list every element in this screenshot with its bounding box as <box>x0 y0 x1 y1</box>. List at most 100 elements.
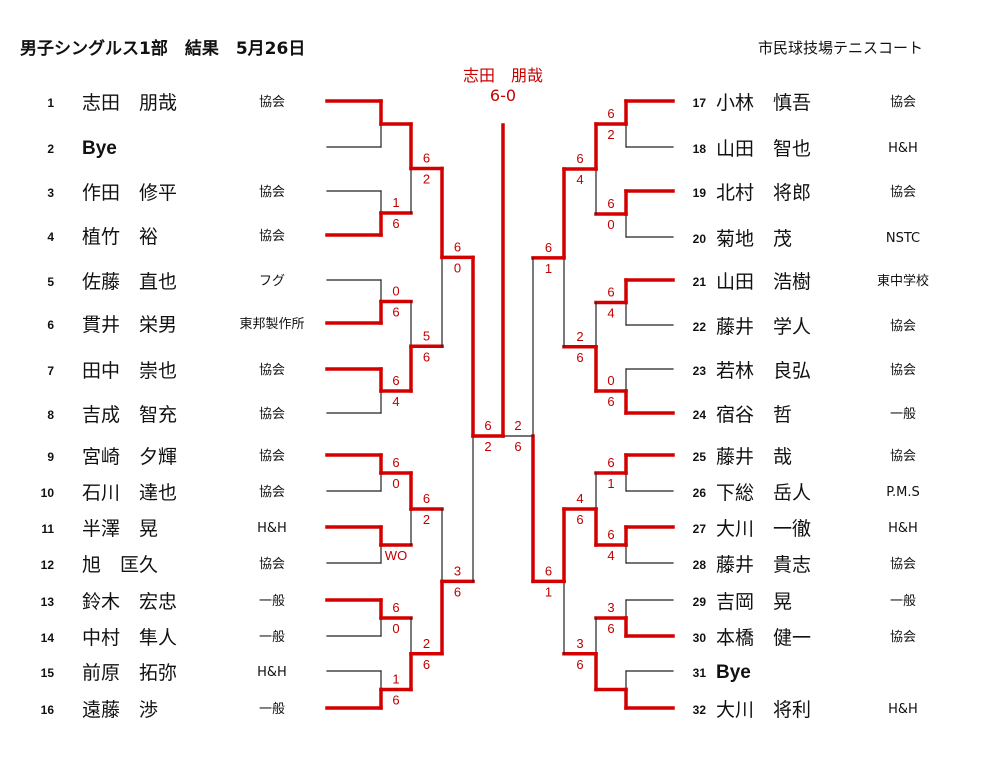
player-name: 藤井 学人 <box>716 316 812 338</box>
match-score: 4 <box>576 172 583 187</box>
seed-number: 6 <box>47 318 54 332</box>
seed-number: 21 <box>692 275 706 289</box>
match-score: 2 <box>484 439 491 454</box>
player-name: 宿谷 哲 <box>716 404 793 426</box>
match-score: 3 <box>576 636 583 651</box>
match-score: 6 <box>576 151 583 166</box>
seed-number: 13 <box>40 595 54 609</box>
match-score: 0 <box>607 217 614 232</box>
player-club: P.M.S <box>886 485 920 500</box>
match-score: 2 <box>423 512 430 527</box>
seed-number: 4 <box>47 230 54 244</box>
player-name: 大川 将利 <box>716 699 812 721</box>
match-score: 6 <box>423 349 430 364</box>
match-score: 4 <box>392 394 399 409</box>
match-score: 2 <box>576 329 583 344</box>
page-title: 男子シングルス1部 結果 5月26日 <box>20 39 306 59</box>
match-score: 4 <box>607 548 614 563</box>
player-name: 本橋 健一 <box>716 627 812 649</box>
player-club: 協会 <box>889 630 916 645</box>
player-name: 宮崎 夕輝 <box>82 446 178 468</box>
match-score: 1 <box>545 584 552 599</box>
player-club: H&H <box>888 521 918 536</box>
match-score: 6 <box>607 621 614 636</box>
match-score: 1 <box>392 672 399 687</box>
seed-number: 18 <box>692 142 706 156</box>
seed-number: 11 <box>41 522 54 536</box>
player-name: 遠藤 渉 <box>82 699 159 721</box>
match-score: 6 <box>423 657 430 672</box>
match-score: 1 <box>607 476 614 491</box>
match-score: 6 <box>392 693 399 708</box>
seed-number: 26 <box>692 486 706 500</box>
player-club: 協会 <box>889 557 916 572</box>
player-name: 鈴木 宏忠 <box>82 591 178 613</box>
player-name: 旭 匡久 <box>82 554 159 576</box>
seed-number: 17 <box>692 96 706 110</box>
player-club: 協会 <box>258 95 285 110</box>
player-name: 菊地 茂 <box>716 228 793 250</box>
player-name: 下総 岳人 <box>716 482 812 504</box>
player-name: Bye <box>716 662 751 683</box>
match-score: 6 <box>576 350 583 365</box>
seed-number: 3 <box>47 186 54 200</box>
seed-number: 32 <box>692 703 706 717</box>
player-club: 協会 <box>258 557 285 572</box>
player-club: 協会 <box>889 449 916 464</box>
match-score: 6 <box>607 455 614 470</box>
match-score: 4 <box>576 491 583 506</box>
player-name: 田中 崇也 <box>82 360 178 382</box>
player-name: 植竹 裕 <box>82 226 159 248</box>
match-score: 6 <box>484 418 491 433</box>
player-club: 協会 <box>258 485 285 500</box>
seed-number: 2 <box>47 142 54 156</box>
player-club: 協会 <box>889 363 916 378</box>
player-club: 東邦製作所 <box>239 317 305 332</box>
match-score: 0 <box>392 476 399 491</box>
match-score: 6 <box>545 563 552 578</box>
player-name: 中村 隼人 <box>82 627 178 649</box>
player-club: 協会 <box>258 363 285 378</box>
match-score: 6 <box>545 240 552 255</box>
player-club: H&H <box>888 141 918 156</box>
player-name: 志田 朋哉 <box>82 92 178 114</box>
match-score: 6 <box>607 285 614 300</box>
player-club: 協会 <box>258 407 285 422</box>
match-score: 1 <box>392 195 399 210</box>
match-score: 6 <box>607 106 614 121</box>
seed-number: 9 <box>47 450 54 464</box>
player-club: 協会 <box>258 449 285 464</box>
player-name: 小林 慎吾 <box>716 92 812 114</box>
match-score: 6 <box>423 151 430 166</box>
match-score: 2 <box>423 636 430 651</box>
seed-number: 10 <box>40 486 54 500</box>
player-club: H&H <box>257 665 287 680</box>
final-score: 6-0 <box>489 86 517 105</box>
player-name: 若林 良弘 <box>716 360 812 382</box>
match-score: 6 <box>454 584 461 599</box>
player-name: 半澤 晃 <box>82 518 159 540</box>
match-score: 6 <box>607 394 614 409</box>
player-name: 大川 一徹 <box>716 518 812 540</box>
player-club: 協会 <box>889 185 916 200</box>
seed-number: 30 <box>692 631 706 645</box>
player-name: Bye <box>82 138 117 159</box>
seed-number: 29 <box>692 595 706 609</box>
player-club: 協会 <box>258 229 285 244</box>
match-score: 6 <box>392 455 399 470</box>
player-club: フグ <box>258 274 285 289</box>
seed-number: 23 <box>692 364 706 378</box>
player-club: H&H <box>888 702 918 717</box>
match-score: 6 <box>423 491 430 506</box>
player-club: 協会 <box>258 185 285 200</box>
seed-number: 15 <box>40 666 54 680</box>
player-club: 一般 <box>889 594 916 609</box>
player-club: 協会 <box>889 319 916 334</box>
match-score: 2 <box>514 418 521 433</box>
match-score: 0 <box>392 284 399 299</box>
champion-name: 志田 朋哉 <box>462 66 543 85</box>
player-name: 藤井 哉 <box>716 446 793 468</box>
match-score: 6 <box>392 216 399 231</box>
match-score: 5 <box>423 328 430 343</box>
